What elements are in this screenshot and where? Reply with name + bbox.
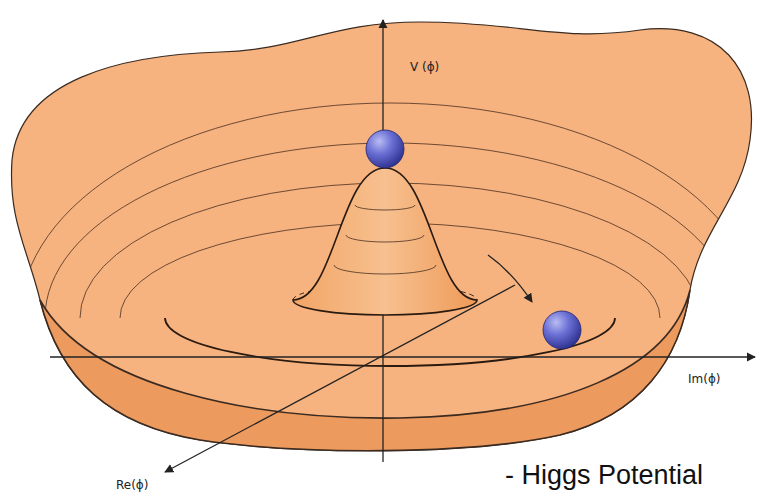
axis-label: Im(ϕ) xyxy=(688,372,721,386)
ball-top xyxy=(366,130,404,168)
roll-arrow xyxy=(488,255,532,302)
contour-line xyxy=(346,235,424,242)
re-axis xyxy=(165,285,515,472)
contour-line xyxy=(20,103,760,318)
contour-line xyxy=(45,143,735,318)
ball-trough xyxy=(543,311,581,349)
contour-lines xyxy=(20,103,760,318)
contour-line xyxy=(355,205,415,210)
hump-contours xyxy=(334,205,436,274)
figure-caption: - Higgs Potential xyxy=(505,460,703,491)
central-hump xyxy=(293,168,477,315)
axis-label: V (ϕ) xyxy=(410,60,439,74)
bowl-surface xyxy=(11,22,751,451)
im-axis xyxy=(50,356,755,357)
contour-line xyxy=(334,265,436,274)
axis-label: Re(ϕ) xyxy=(116,478,148,492)
